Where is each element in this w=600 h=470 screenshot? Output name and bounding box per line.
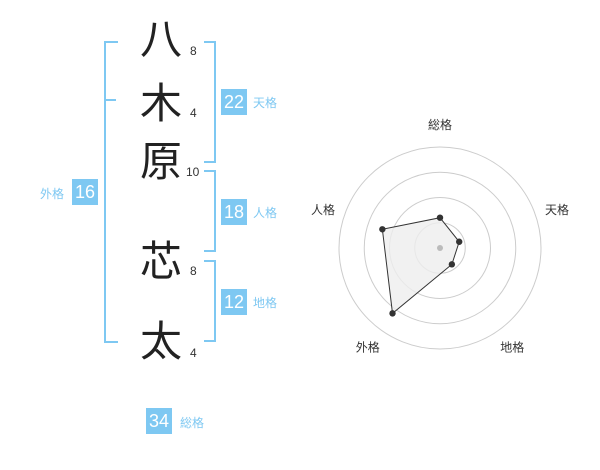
radar-point-1 — [436, 214, 444, 221]
radar-axis-label-5: 人格 — [311, 202, 335, 217]
radar-center-dot — [437, 245, 443, 251]
chikaku-label: 地格 — [253, 296, 278, 310]
chikaku-bracket — [204, 260, 216, 342]
tenkaku-bracket — [204, 41, 216, 163]
radar-ring-3 — [363, 171, 517, 325]
radar-axis-label-3: 地格 — [500, 340, 524, 355]
soukaku-value-badge: 34 — [146, 408, 173, 434]
radar-point-2 — [456, 238, 463, 245]
soukaku-label: 総格 — [180, 416, 205, 430]
jinkaku-label: 人格 — [253, 206, 278, 220]
radar-point-3 — [448, 261, 456, 268]
chikaku-value-badge: 12 — [221, 289, 248, 315]
gaikaku-label: 外格 — [40, 187, 65, 201]
tenkaku-value-badge: 22 — [221, 89, 248, 115]
stroke-count-5: 4 — [190, 346, 197, 360]
tenkaku-label: 天格 — [253, 96, 278, 110]
name-char-3: 原 — [140, 137, 183, 186]
name-char-4: 芯 — [140, 237, 183, 286]
radar-point-5 — [379, 226, 386, 233]
stroke-count-1: 8 — [190, 44, 197, 58]
stroke-count-4: 8 — [190, 264, 197, 278]
stroke-count-2: 4 — [190, 106, 197, 120]
radar-axis-label-2: 天格 — [545, 202, 569, 217]
name-char-2: 木 — [140, 79, 183, 128]
radar-area — [381, 217, 460, 315]
gaikaku-bracket — [104, 41, 118, 343]
gaikaku-value-badge: 16 — [72, 179, 99, 205]
radar-axis-label-1: 総格 — [428, 117, 452, 132]
radar-ring-4 — [338, 146, 542, 350]
jinkaku-bracket — [204, 170, 216, 252]
surname-divider-tick — [104, 99, 116, 101]
radar-axis-label-4: 外格 — [356, 340, 380, 355]
jinkaku-value-badge: 18 — [221, 199, 248, 225]
radar-point-4 — [389, 310, 396, 317]
name-char-1: 八 — [140, 15, 183, 64]
name-char-5: 太 — [140, 317, 183, 366]
stroke-count-3: 10 — [186, 165, 200, 179]
